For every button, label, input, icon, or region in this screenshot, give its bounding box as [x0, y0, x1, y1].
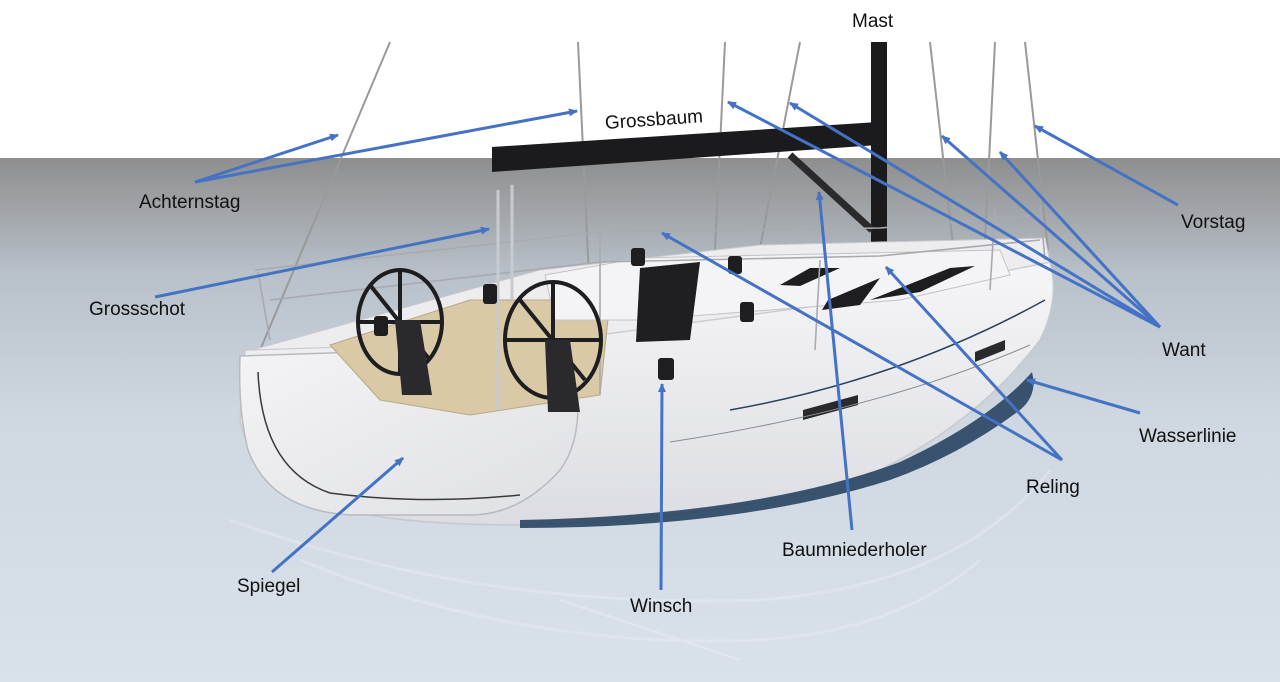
label-want: Want	[1162, 340, 1206, 361]
arrow-reling-1	[661, 231, 1063, 462]
transom-line	[257, 371, 521, 501]
mast-spar	[871, 42, 887, 252]
cabin-windows	[780, 266, 975, 310]
winches	[374, 248, 754, 380]
label-achternstag: Achternstag	[139, 192, 241, 213]
boom-spar	[492, 122, 878, 172]
label-mast: Mast	[852, 11, 894, 32]
backstay-line	[257, 41, 391, 356]
arrow-want-1	[789, 101, 1161, 329]
label-vorstag: Vorstag	[1181, 212, 1246, 233]
label-baumniederholer: Baumniederholer	[782, 540, 927, 561]
backstay-line-2	[577, 41, 591, 301]
arrow-achternstag-1	[194, 133, 339, 184]
label-grossschot: Grossschot	[89, 299, 186, 320]
companionway	[636, 262, 700, 342]
sheer-line-2	[669, 344, 1031, 443]
boot-stripe	[520, 372, 1034, 528]
mainsheet-arch	[496, 185, 514, 410]
arrow-grossbaum	[727, 100, 1161, 329]
label-reling: Reling	[1026, 477, 1080, 498]
shroud-line-4	[984, 41, 996, 241]
boom-vang	[787, 152, 875, 233]
sky	[0, 0, 1280, 158]
forestay-line	[1024, 41, 1049, 251]
hull-reflection	[229, 469, 1052, 662]
arrow-wasserlinie	[1026, 378, 1141, 415]
arrow-achternstag-2	[194, 108, 578, 184]
label-winsch: Winsch	[630, 596, 693, 617]
arrow-baumniederholer	[815, 191, 854, 531]
arrow-winsch	[657, 383, 666, 591]
wheel-pedestal-1	[395, 320, 432, 395]
sheer-line	[729, 299, 1046, 411]
arrow-spiegel	[271, 456, 404, 574]
wheel-pedestal-2	[545, 340, 580, 412]
label-wasserlinie: Wasserlinie	[1139, 426, 1237, 447]
annotation-arrows	[154, 100, 1179, 591]
arrow-want-3	[998, 150, 1162, 329]
arrow-reling-2	[884, 265, 1064, 462]
arrow-grossschot	[154, 226, 490, 299]
label-spiegel: Spiegel	[237, 576, 301, 597]
arrow-vorstag	[1034, 124, 1179, 207]
arrow-want-2	[941, 134, 1161, 329]
